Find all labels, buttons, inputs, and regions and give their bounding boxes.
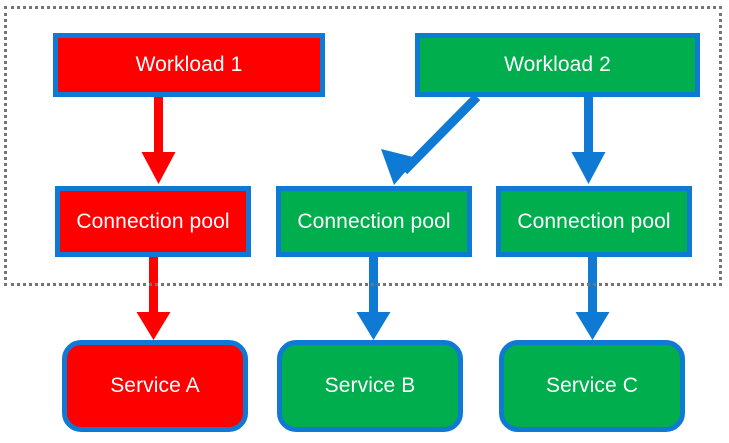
client-boundary (4, 6, 722, 286)
edge-workload2-pool3 (571, 97, 606, 184)
node-workload-1[interactable]: Workload 1 (53, 33, 325, 97)
node-connection-pool-1[interactable]: Connection pool (55, 186, 251, 257)
node-label: Service B (324, 374, 416, 398)
node-label: Connection pool (297, 209, 451, 233)
edge-pool2-serviceb (356, 257, 391, 340)
node-label: Service A (110, 374, 200, 398)
node-workload-2[interactable]: Workload 2 (415, 33, 700, 97)
node-label: Workload 2 (504, 53, 611, 77)
node-service-a[interactable]: Service A (62, 340, 248, 432)
edge-pool3-servicec (575, 257, 610, 340)
node-connection-pool-3[interactable]: Connection pool (496, 186, 692, 257)
node-connection-pool-2[interactable]: Connection pool (276, 186, 472, 257)
node-label: Connection pool (517, 209, 671, 233)
edge-pool1-servicea (136, 257, 171, 340)
edge-workload2-pool2 (381, 93, 481, 185)
node-service-c[interactable]: Service C (499, 340, 685, 432)
edge-workload1-pool1 (141, 97, 176, 184)
node-label: Workload 1 (135, 53, 243, 77)
node-label: Service C (546, 374, 638, 398)
node-service-b[interactable]: Service B (277, 340, 463, 432)
node-label: Connection pool (76, 209, 230, 233)
